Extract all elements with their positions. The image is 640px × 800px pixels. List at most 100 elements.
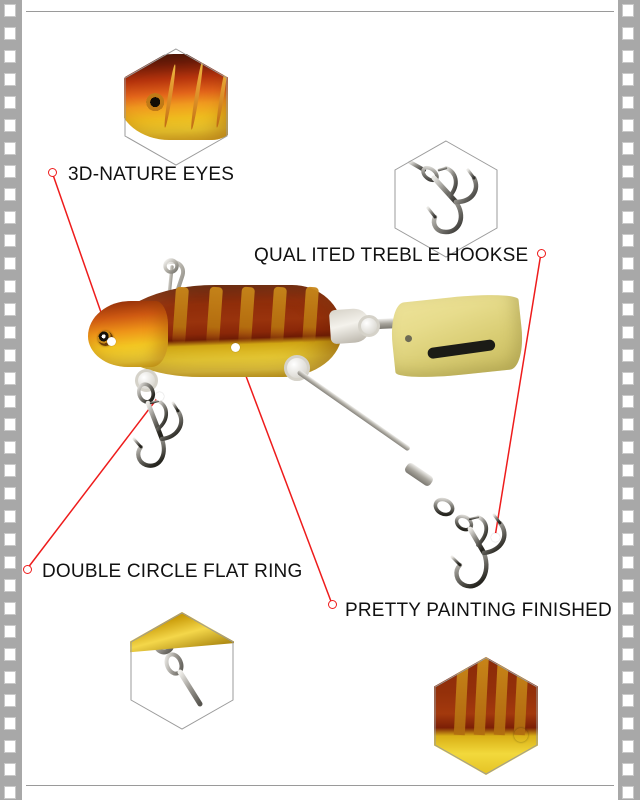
- filmstrip-notch: [4, 418, 16, 431]
- filmstrip-notch: [622, 579, 634, 592]
- callout-label-painting: PRETTY PAINTING FINISHED: [345, 600, 612, 621]
- filmstrip-notch: [4, 464, 16, 477]
- filmstrip-notch: [622, 418, 634, 431]
- blade-split-ring: [358, 315, 380, 337]
- filmstrip-notch: [622, 4, 634, 17]
- filmstrip-notch: [4, 257, 16, 270]
- filmstrip-notch: [4, 280, 16, 293]
- filmstrip-notch: [4, 395, 16, 408]
- filmstrip-notch: [4, 119, 16, 132]
- trailer-wire-arm: [296, 369, 411, 452]
- hexagon-outline: [130, 612, 234, 730]
- treble-hook-photo: [394, 140, 498, 258]
- body-stripe: [302, 286, 319, 345]
- filmstrip-notch: [622, 257, 634, 270]
- filmstrip-notch: [622, 96, 634, 109]
- filmstrip-notch: [622, 234, 634, 247]
- callout-target-painting: [231, 343, 240, 352]
- filmstrip-notch: [622, 50, 634, 63]
- bottom-divider-rule: [26, 785, 614, 786]
- callout-marker-hooks: [537, 249, 546, 258]
- filmstrip-notch: [622, 303, 634, 316]
- filmstrip-notch: [4, 188, 16, 201]
- filmstrip-notch: [4, 533, 16, 546]
- body-stripe: [172, 286, 189, 345]
- filmstrip-notch: [4, 372, 16, 385]
- filmstrip-notch: [622, 717, 634, 730]
- belly-treble-hook: [132, 382, 184, 468]
- filmstrip-notch: [622, 694, 634, 707]
- trailer-swivel: [403, 461, 435, 488]
- filmstrip-notch: [4, 441, 16, 454]
- flat-ring-photo: [130, 612, 234, 730]
- callout-marker-painting: [328, 600, 337, 609]
- inset-painted-body-closeup: [434, 657, 538, 775]
- filmstrip-notch: [4, 234, 16, 247]
- filmstrip-notch: [622, 142, 634, 155]
- filmstrip-notch: [4, 211, 16, 224]
- filmstrip-notch: [622, 671, 634, 684]
- filmstrip-notch: [622, 27, 634, 40]
- filmstrip-notch: [4, 165, 16, 178]
- hexagon-outline: [394, 140, 498, 258]
- filmstrip-notch: [622, 625, 634, 638]
- filmstrip-notch: [622, 648, 634, 661]
- flat-ring-image: [130, 612, 234, 730]
- filmstrip-notch: [4, 142, 16, 155]
- filmstrip-notch: [4, 303, 16, 316]
- callout-target-eyes: [107, 337, 116, 346]
- filmstrip-notch: [622, 740, 634, 753]
- trailing-treble-hook: [433, 497, 507, 589]
- filmstrip-notch: [4, 786, 16, 799]
- filmstrip-notch: [622, 165, 634, 178]
- filmstrip-notch: [622, 464, 634, 477]
- filmstrip-notch: [4, 694, 16, 707]
- filmstrip-notch: [4, 326, 16, 339]
- hexagon-outline: [434, 657, 538, 775]
- filmstrip-notch: [4, 671, 16, 684]
- callout-label-eyes: 3D-NATURE EYES: [68, 164, 235, 185]
- body-stripe: [238, 286, 255, 345]
- inset-fish-head-closeup: [124, 48, 228, 166]
- filmstrip-notch: [622, 763, 634, 776]
- spinner-blade: [388, 290, 526, 382]
- filmstrip-notch: [4, 740, 16, 753]
- top-divider-rule: [26, 11, 614, 12]
- filmstrip-notch: [4, 763, 16, 776]
- filmstrip-notch: [622, 487, 634, 500]
- filmstrip-notch: [622, 556, 634, 569]
- right-border-filmstrip: [618, 0, 640, 800]
- filmstrip-notch: [622, 533, 634, 546]
- blade-pinhole: [404, 334, 413, 343]
- filmstrip-notch: [4, 50, 16, 63]
- callout-target-hooks: [491, 533, 500, 542]
- filmstrip-notch: [622, 326, 634, 339]
- filmstrip-notch: [4, 648, 16, 661]
- filmstrip-notch: [622, 441, 634, 454]
- callout-target-ring: [155, 392, 164, 401]
- filmstrip-notch: [622, 349, 634, 362]
- filmstrip-notch: [622, 73, 634, 86]
- blade-slot: [426, 338, 496, 360]
- body-stripe: [270, 286, 287, 345]
- filmstrip-notch: [622, 280, 634, 293]
- inset-flat-ring-closeup: [130, 612, 234, 730]
- filmstrip-notch: [622, 188, 634, 201]
- filmstrip-notch: [4, 27, 16, 40]
- filmstrip-notch: [622, 119, 634, 132]
- filmstrip-notch: [4, 73, 16, 86]
- filmstrip-notch: [4, 717, 16, 730]
- filmstrip-notch: [4, 556, 16, 569]
- callout-marker-eyes: [48, 168, 57, 177]
- treble-hook-drawing: [408, 160, 479, 235]
- filmstrip-notch: [622, 786, 634, 799]
- callout-label-hooks: QUAL ITED TREBL E HOOKSE: [254, 245, 529, 266]
- inset-treble-hook-closeup: [394, 140, 498, 258]
- filmstrip-notch: [4, 579, 16, 592]
- filmstrip-notch: [4, 487, 16, 500]
- filmstrip-notch: [4, 602, 16, 615]
- product-photo-blade-spinner-lure: [62, 257, 532, 589]
- body-stripe: [206, 286, 223, 345]
